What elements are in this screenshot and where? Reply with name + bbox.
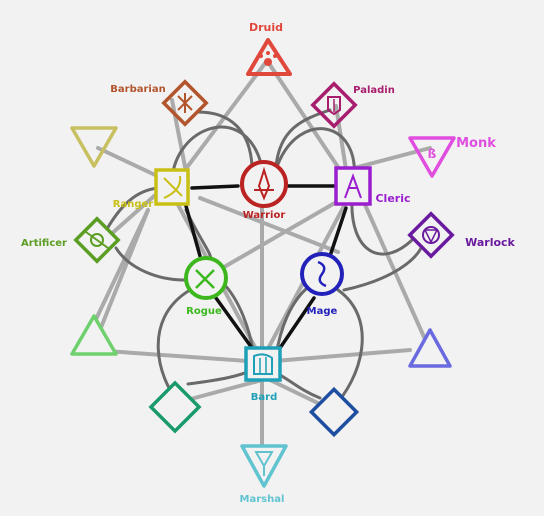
rogue-node: Rogue <box>184 256 228 317</box>
barbarian-label: Barbarian <box>110 84 165 95</box>
ranger-node: Ranger <box>113 168 190 210</box>
bard-node: Bard <box>244 346 282 403</box>
marshal-label: Marshal <box>240 494 285 505</box>
warlock-node: Warlock <box>407 211 516 259</box>
inner-connectors <box>184 184 348 350</box>
paladin-label: Paladin <box>353 85 395 96</box>
mage-label: Mage <box>307 306 338 317</box>
cleric-label: Cleric <box>375 192 410 205</box>
warrior-node: Warrior <box>240 160 288 221</box>
lower-right-triangle-node <box>408 328 452 368</box>
druid-label: Druid <box>249 21 283 34</box>
lower-left-triangle-node <box>70 314 118 356</box>
barbarian-node: Barbarian <box>110 79 209 127</box>
monk-icon: ß <box>428 147 437 161</box>
monk-node: ß Monk <box>408 136 496 178</box>
bard-label: Bard <box>251 392 277 403</box>
left-diamond-node <box>148 380 202 434</box>
right-diamond-node <box>308 386 360 438</box>
cleric-node: Cleric <box>334 166 411 206</box>
monk-label: Monk <box>456 136 496 151</box>
warlock-label: Warlock <box>465 236 515 249</box>
ranger-label: Ranger <box>113 199 154 210</box>
left-triangle-node <box>70 126 118 168</box>
mage-node: Mage <box>300 252 344 317</box>
artificer-label: Artificer <box>21 238 67 249</box>
warrior-label: Warrior <box>243 210 286 221</box>
paladin-node: Paladin <box>310 81 395 129</box>
rogue-label: Rogue <box>186 306 222 317</box>
marshal-node: Marshal <box>240 444 288 505</box>
artificer-node: Artificer <box>21 216 121 264</box>
druid-node: Druid <box>246 21 292 76</box>
